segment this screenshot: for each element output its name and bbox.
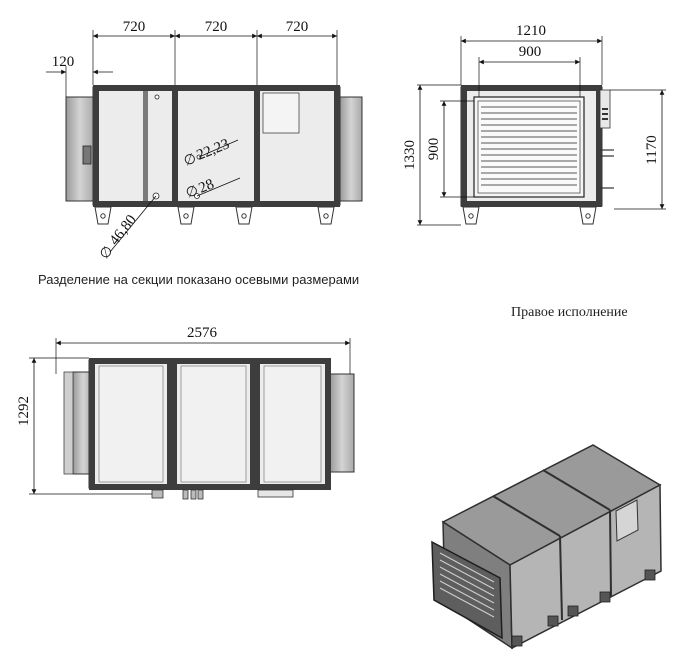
hole-callout-28: ∅ 28: [184, 176, 217, 201]
dim-900-v: 900: [426, 138, 442, 161]
iso-grille: [431, 540, 503, 640]
isometric-view: [431, 444, 662, 650]
top-view: 2576 1292: [16, 325, 355, 500]
diameter-symbol: ∅: [97, 244, 116, 263]
hole-2-label: 28: [197, 176, 217, 196]
diameter-symbol: ∅: [184, 183, 201, 201]
side-view: 1210 900 1330 900 1170: [402, 23, 666, 226]
dim-720-b: 720: [205, 19, 228, 35]
dim-1170: 1170: [644, 135, 660, 164]
diameter-symbol: ∅: [182, 151, 199, 169]
dim-2576: 2576: [187, 325, 218, 341]
dim-720-c: 720: [286, 19, 309, 35]
front-outlet-duct: [339, 96, 363, 202]
dim-900-h: 900: [519, 44, 542, 60]
section-note: Разделение на секции показано осевыми ра…: [38, 272, 360, 287]
dim-1210: 1210: [516, 23, 546, 39]
dim-120: 120: [52, 54, 75, 70]
hole-3-label: 46,80: [107, 212, 140, 248]
orientation-note: Правое исполнение: [511, 305, 628, 320]
dim-1330: 1330: [402, 140, 418, 170]
top-outlet-duct: [329, 373, 355, 473]
dim-1292: 1292: [16, 396, 32, 426]
dim-720-a: 720: [123, 19, 146, 35]
front-handle: [82, 145, 92, 165]
front-view: 720 720 720 120 ∅ 22,23 ∅ 28 ∅ 46,80: [46, 19, 363, 263]
